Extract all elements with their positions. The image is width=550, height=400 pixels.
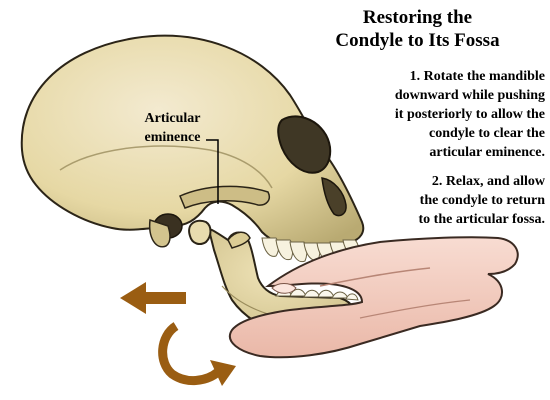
thumb-crease (319, 267, 431, 287)
label-line-2: eminence (144, 130, 201, 145)
hand (229, 236, 519, 359)
step-2-line: to the articular fossa. (418, 212, 546, 227)
step-1-line: condyle to clear the (429, 126, 545, 141)
condyle (188, 219, 212, 245)
mastoid-process (148, 218, 171, 248)
step-2-instruction: 2. Relax, and allow the condyle to retur… (360, 172, 546, 229)
lower-teeth (275, 288, 359, 301)
title-line-1: Restoring the (362, 7, 473, 28)
step-2-line: the condyle to return (419, 193, 545, 208)
nasal-cavity (321, 177, 347, 217)
eye-orbit (277, 115, 332, 174)
step-2-line: 2. Relax, and allow (431, 174, 545, 189)
step-1-line: downward while pushing (394, 88, 545, 103)
step-1-line: articular eminence. (429, 145, 545, 160)
diagram-title: Restoring the Condyle to Its Fossa (300, 6, 535, 52)
left-arrow-icon (120, 282, 186, 314)
eminence-leader-line (206, 139, 219, 204)
thumbnail (271, 283, 297, 294)
label-line-1: Articular (144, 111, 201, 126)
curved-rotate-arrow-icon (158, 322, 236, 386)
temporal-line (59, 145, 273, 189)
step-1-instruction: 1. Rotate the mandible downward while pu… (340, 67, 545, 162)
step-1-line: 1. Rotate the mandible (409, 69, 545, 84)
zygomatic-arch (179, 185, 270, 209)
coronoid-process (227, 231, 251, 249)
step-1-line: it posteriorly to allow the (394, 107, 545, 122)
finger-crease (359, 299, 471, 319)
title-line-2: Condyle to Its Fossa (335, 30, 500, 51)
articular-eminence-label: Articular eminence (130, 109, 215, 147)
